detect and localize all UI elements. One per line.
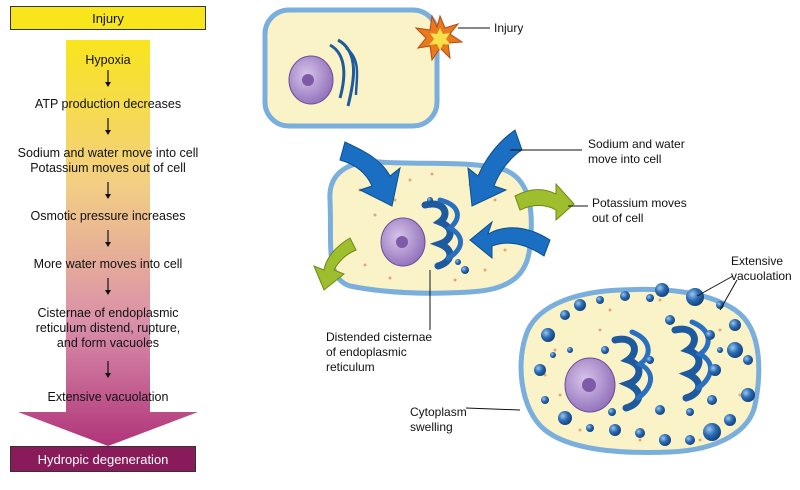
label-cisternae-2: of endoplasmic	[326, 345, 407, 359]
step-vacuolation: Extensive vacuolation	[47, 390, 169, 404]
step-potassium: Potassium moves out of cell	[30, 161, 186, 175]
down-arrow-icon	[105, 361, 111, 378]
efflux-arrows	[313, 182, 575, 291]
label-cisternae-3: reticulum	[326, 360, 375, 374]
label-vacuolation-2: vacuolation	[731, 269, 792, 283]
down-arrow-icon	[105, 230, 111, 247]
injury-box: Injury	[10, 6, 206, 30]
hydropic-degeneration-box: Hydropic degeneration	[10, 446, 196, 472]
influx-arrows	[339, 129, 551, 260]
step-osmotic: Osmotic pressure increases	[30, 209, 186, 223]
down-arrow-icon	[105, 118, 111, 135]
label-vacuolation-1: Extensive	[731, 254, 784, 268]
step-atp: ATP production decreases	[34, 97, 182, 111]
label-injury: Injury	[494, 21, 524, 35]
step-hypoxia: Hypoxia	[85, 53, 131, 67]
down-arrow-icon	[105, 70, 111, 87]
swelling-cell	[327, 159, 534, 296]
label-potassium-1: Potassium moves	[592, 196, 687, 210]
label-potassium-2: out of cell	[592, 211, 644, 225]
down-arrow-icon	[105, 278, 111, 295]
label-sodium-water-2: move into cell	[588, 152, 662, 166]
step-sodium: Sodium and water move into cell	[17, 146, 199, 160]
step-cisternae-2: reticulum distend, rupture,	[35, 321, 181, 335]
hydropic-degeneration-label: Hydropic degeneration	[37, 451, 169, 467]
label-cytoplasm-2: swelling	[410, 420, 453, 434]
label-cisternae-1: Distended cisternae	[326, 330, 433, 344]
injury-starburst-icon	[414, 14, 464, 62]
normal-cell	[262, 7, 440, 129]
down-arrow-icon	[105, 182, 111, 199]
vacuolated-cell	[518, 283, 762, 455]
vacuoles	[534, 283, 755, 446]
step-more-water: More water moves into cell	[33, 257, 183, 271]
step-cisternae-3: and form vacuoles	[56, 336, 160, 350]
label-cytoplasm-1: Cytoplasm	[410, 405, 467, 419]
label-sodium-water-1: Sodium and water	[588, 137, 685, 151]
injury-box-label: Injury	[92, 10, 124, 26]
step-cisternae-1: Cisternae of endoplasmic	[37, 306, 179, 320]
